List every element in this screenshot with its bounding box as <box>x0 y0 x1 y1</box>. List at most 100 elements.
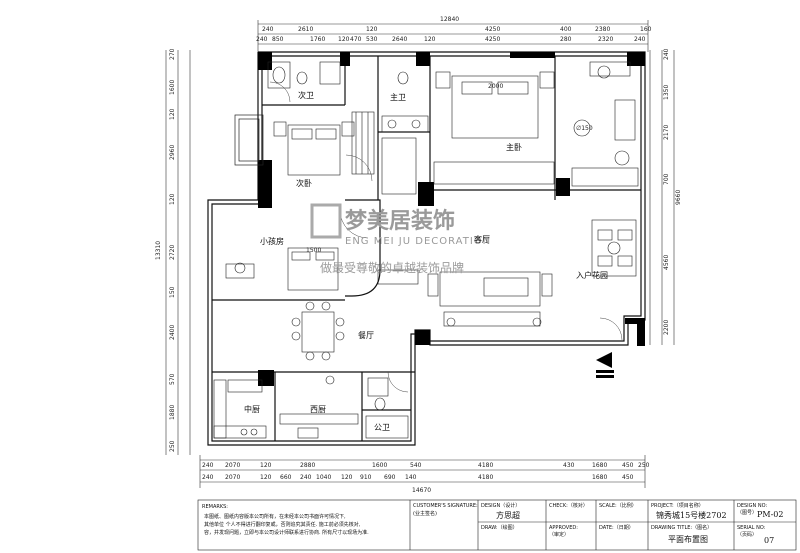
remarks-label: REMARKS: <box>202 504 228 510</box>
customer-sub: (业主签名) <box>413 510 437 517</box>
dim-top2-10: 280 <box>560 36 572 43</box>
dim-bot2-6: 1040 <box>316 474 331 481</box>
dim-left-5: 120 <box>169 193 176 205</box>
design-no-sub: （图号） <box>737 510 757 516</box>
dim-top2-8: 120 <box>424 36 436 43</box>
dim-bottom-total: 14670 <box>412 487 431 494</box>
room-label-living-room: 客厅 <box>474 234 490 244</box>
room-label-entry-garden: 入户花园 <box>576 270 608 280</box>
serial-no-label: SERIAL NO: <box>737 525 766 531</box>
dim-top-1: 240 <box>262 26 274 33</box>
dim-bot-5: 1600 <box>372 462 387 469</box>
dim-right-3: 2170 <box>663 125 670 140</box>
drawing-title-value: 平面布置图 <box>668 534 708 544</box>
bed-icon <box>287 124 341 176</box>
structural-columns <box>258 52 645 386</box>
shower-icon <box>381 137 417 195</box>
dim-top2-3: 1760 <box>310 36 325 43</box>
dim-bot2-5: 240 <box>300 474 312 481</box>
brand-watermark: 梦美居装饰 ENG MEI JU DECORATION 做最受尊敬的卓越装饰品牌 <box>310 203 490 275</box>
dim-right-6: 2200 <box>663 320 670 335</box>
dim-bot2-12: 1680 <box>592 474 607 481</box>
wardrobe-icon <box>351 111 375 175</box>
dimension-lines <box>165 20 675 488</box>
drawing-title-label: DRAWING TITLE:（图名） <box>651 524 712 531</box>
room-label-western-kitchen: 西厨 <box>310 405 326 414</box>
dim-left-total: 13310 <box>155 241 162 260</box>
dim-bot2-10: 140 <box>405 474 417 481</box>
dim-right-5: 4560 <box>663 255 670 270</box>
design-no-label: DESIGN NO: <box>737 503 767 509</box>
design-label: DESIGN（设计） <box>481 502 520 509</box>
dim-left-2: 1600 <box>169 80 176 95</box>
coffee-table-icon <box>439 271 541 307</box>
dim-bot-2: 2070 <box>225 462 240 469</box>
closet-icon <box>433 161 555 185</box>
kids-bed-size-label: 1500 <box>306 247 321 254</box>
dining-table-icon <box>301 311 335 353</box>
dim-top2-6: 530 <box>366 36 378 43</box>
title-block-text: REMARKS: 本图纸、图纸内容版本公司所有，在未经本公司书面许可情况下, 其… <box>202 502 783 545</box>
entry-arrow-icon <box>596 352 614 378</box>
dim-right-4: 700 <box>663 173 670 185</box>
master-bed-icon <box>451 75 539 139</box>
dim-bot2-7: 120 <box>341 474 353 481</box>
dim-top2-11: 2320 <box>598 36 613 43</box>
dimension-labels: 12840 240 2610 120 4250 400 2380 160 240… <box>155 16 682 494</box>
dim-right-1: 240 <box>663 48 670 60</box>
dim-left-7: 150 <box>169 286 176 298</box>
project-value: 锦秀城15号楼2702 <box>656 510 727 520</box>
bathtub-icon <box>267 61 291 89</box>
room-label-master-bath: 主卫 <box>390 92 406 102</box>
dim-bot2-9: 690 <box>384 474 396 481</box>
dim-bot-6: 540 <box>410 462 422 469</box>
dim-right-2: 1350 <box>663 85 670 100</box>
room-label-dining-room: 餐厅 <box>358 331 374 340</box>
room-label-public-bath: 公卫 <box>374 423 390 432</box>
dim-bot-11: 250 <box>638 462 650 469</box>
toilet-icon <box>397 71 409 85</box>
dim-top2-7: 2640 <box>392 36 407 43</box>
dim-bot-3: 120 <box>260 462 272 469</box>
dim-top2-1: 240 <box>256 36 268 43</box>
dim-top-3: 120 <box>366 26 378 33</box>
dim-top-6: 2380 <box>595 26 610 33</box>
dim-left-10: 1880 <box>169 405 176 420</box>
remarks-line-1: 本图纸、图纸内容版本公司所有，在未经本公司书面许可情况下, <box>204 513 346 520</box>
date-label: DATE:（日期） <box>599 525 634 531</box>
project-label: PROJECT:（项目名称） <box>651 502 704 509</box>
serial-no-sub: （页码） <box>737 531 757 538</box>
dim-top-7: 160 <box>640 26 652 33</box>
room-label-kids-room: 小孩房 <box>260 236 284 246</box>
room-label-chinese-kitchen: 中厨 <box>244 404 260 414</box>
dim-right-total: 9660 <box>675 190 682 205</box>
dim-left-6: 2720 <box>169 245 176 260</box>
watermark-slogan: 做最受尊敬的卓越装饰品牌 <box>320 260 464 275</box>
dim-bot-7: 4180 <box>478 462 493 469</box>
dim-left-8: 2400 <box>169 325 176 340</box>
dim-top-4: 4250 <box>485 26 500 33</box>
dim-left-3: 120 <box>169 108 176 120</box>
dim-top-2: 2610 <box>298 26 313 33</box>
dim-bot-4: 2880 <box>300 462 315 469</box>
walls <box>207 51 646 446</box>
dim-bot-10: 450 <box>622 462 634 469</box>
curved-partition <box>345 199 381 297</box>
dim-top2-9: 4250 <box>485 36 500 43</box>
approved-label: APPROVED: <box>549 525 578 531</box>
check-label: CHECK:（核对） <box>549 502 588 509</box>
dim-top-5: 400 <box>560 26 572 33</box>
design-value: 方思超 <box>496 510 520 520</box>
garden-seating-icon <box>591 219 637 277</box>
bed-size-label: 2000 <box>488 83 503 90</box>
dim-top2-2: 850 <box>272 36 284 43</box>
dim-top-total: 12840 <box>440 16 459 23</box>
dim-left-11: 250 <box>169 440 176 452</box>
customer-label: CUSTOMER'S SIGNATURE: <box>413 503 478 509</box>
dim-bot-9: 1680 <box>592 462 607 469</box>
dim-bot2-4: 660 <box>280 474 292 481</box>
title-block <box>197 499 797 551</box>
watermark-brand-cn: 梦美居装饰 <box>345 208 455 234</box>
